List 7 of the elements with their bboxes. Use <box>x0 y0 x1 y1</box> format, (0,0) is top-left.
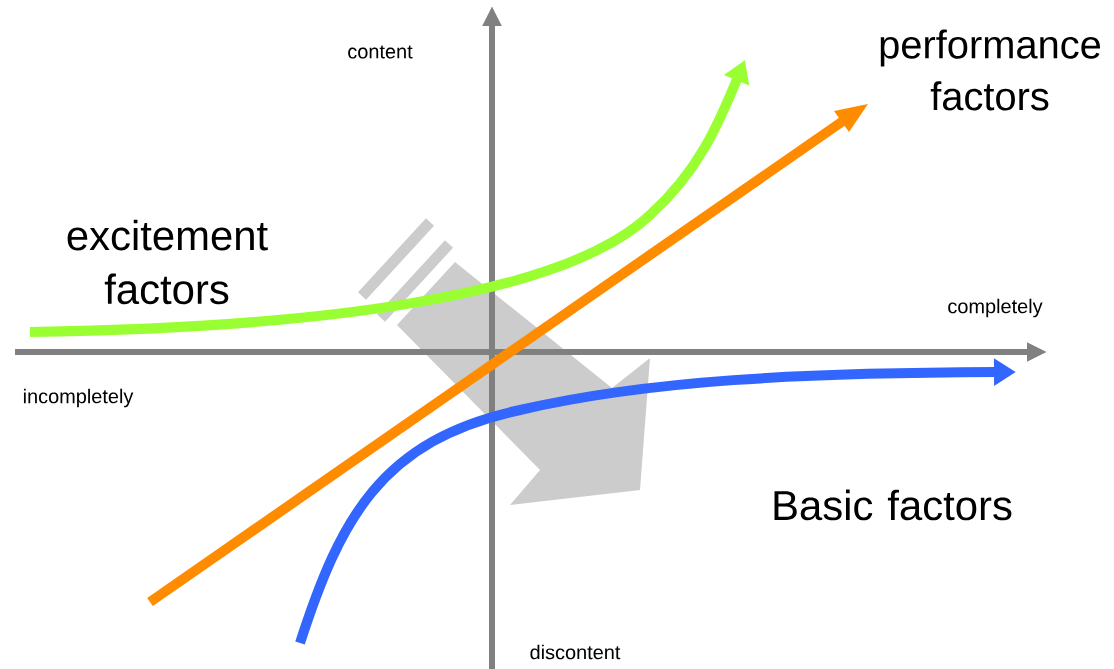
axis-label: discontent <box>530 644 621 660</box>
axis-label: incompletely <box>23 388 134 408</box>
curve-label: Basic factors <box>774 489 1012 521</box>
axis-label: completely <box>948 298 1043 318</box>
axis-label: content <box>348 45 413 59</box>
curve-label: performance factors <box>880 29 1101 111</box>
curve-label: excitement factors <box>67 219 268 305</box>
